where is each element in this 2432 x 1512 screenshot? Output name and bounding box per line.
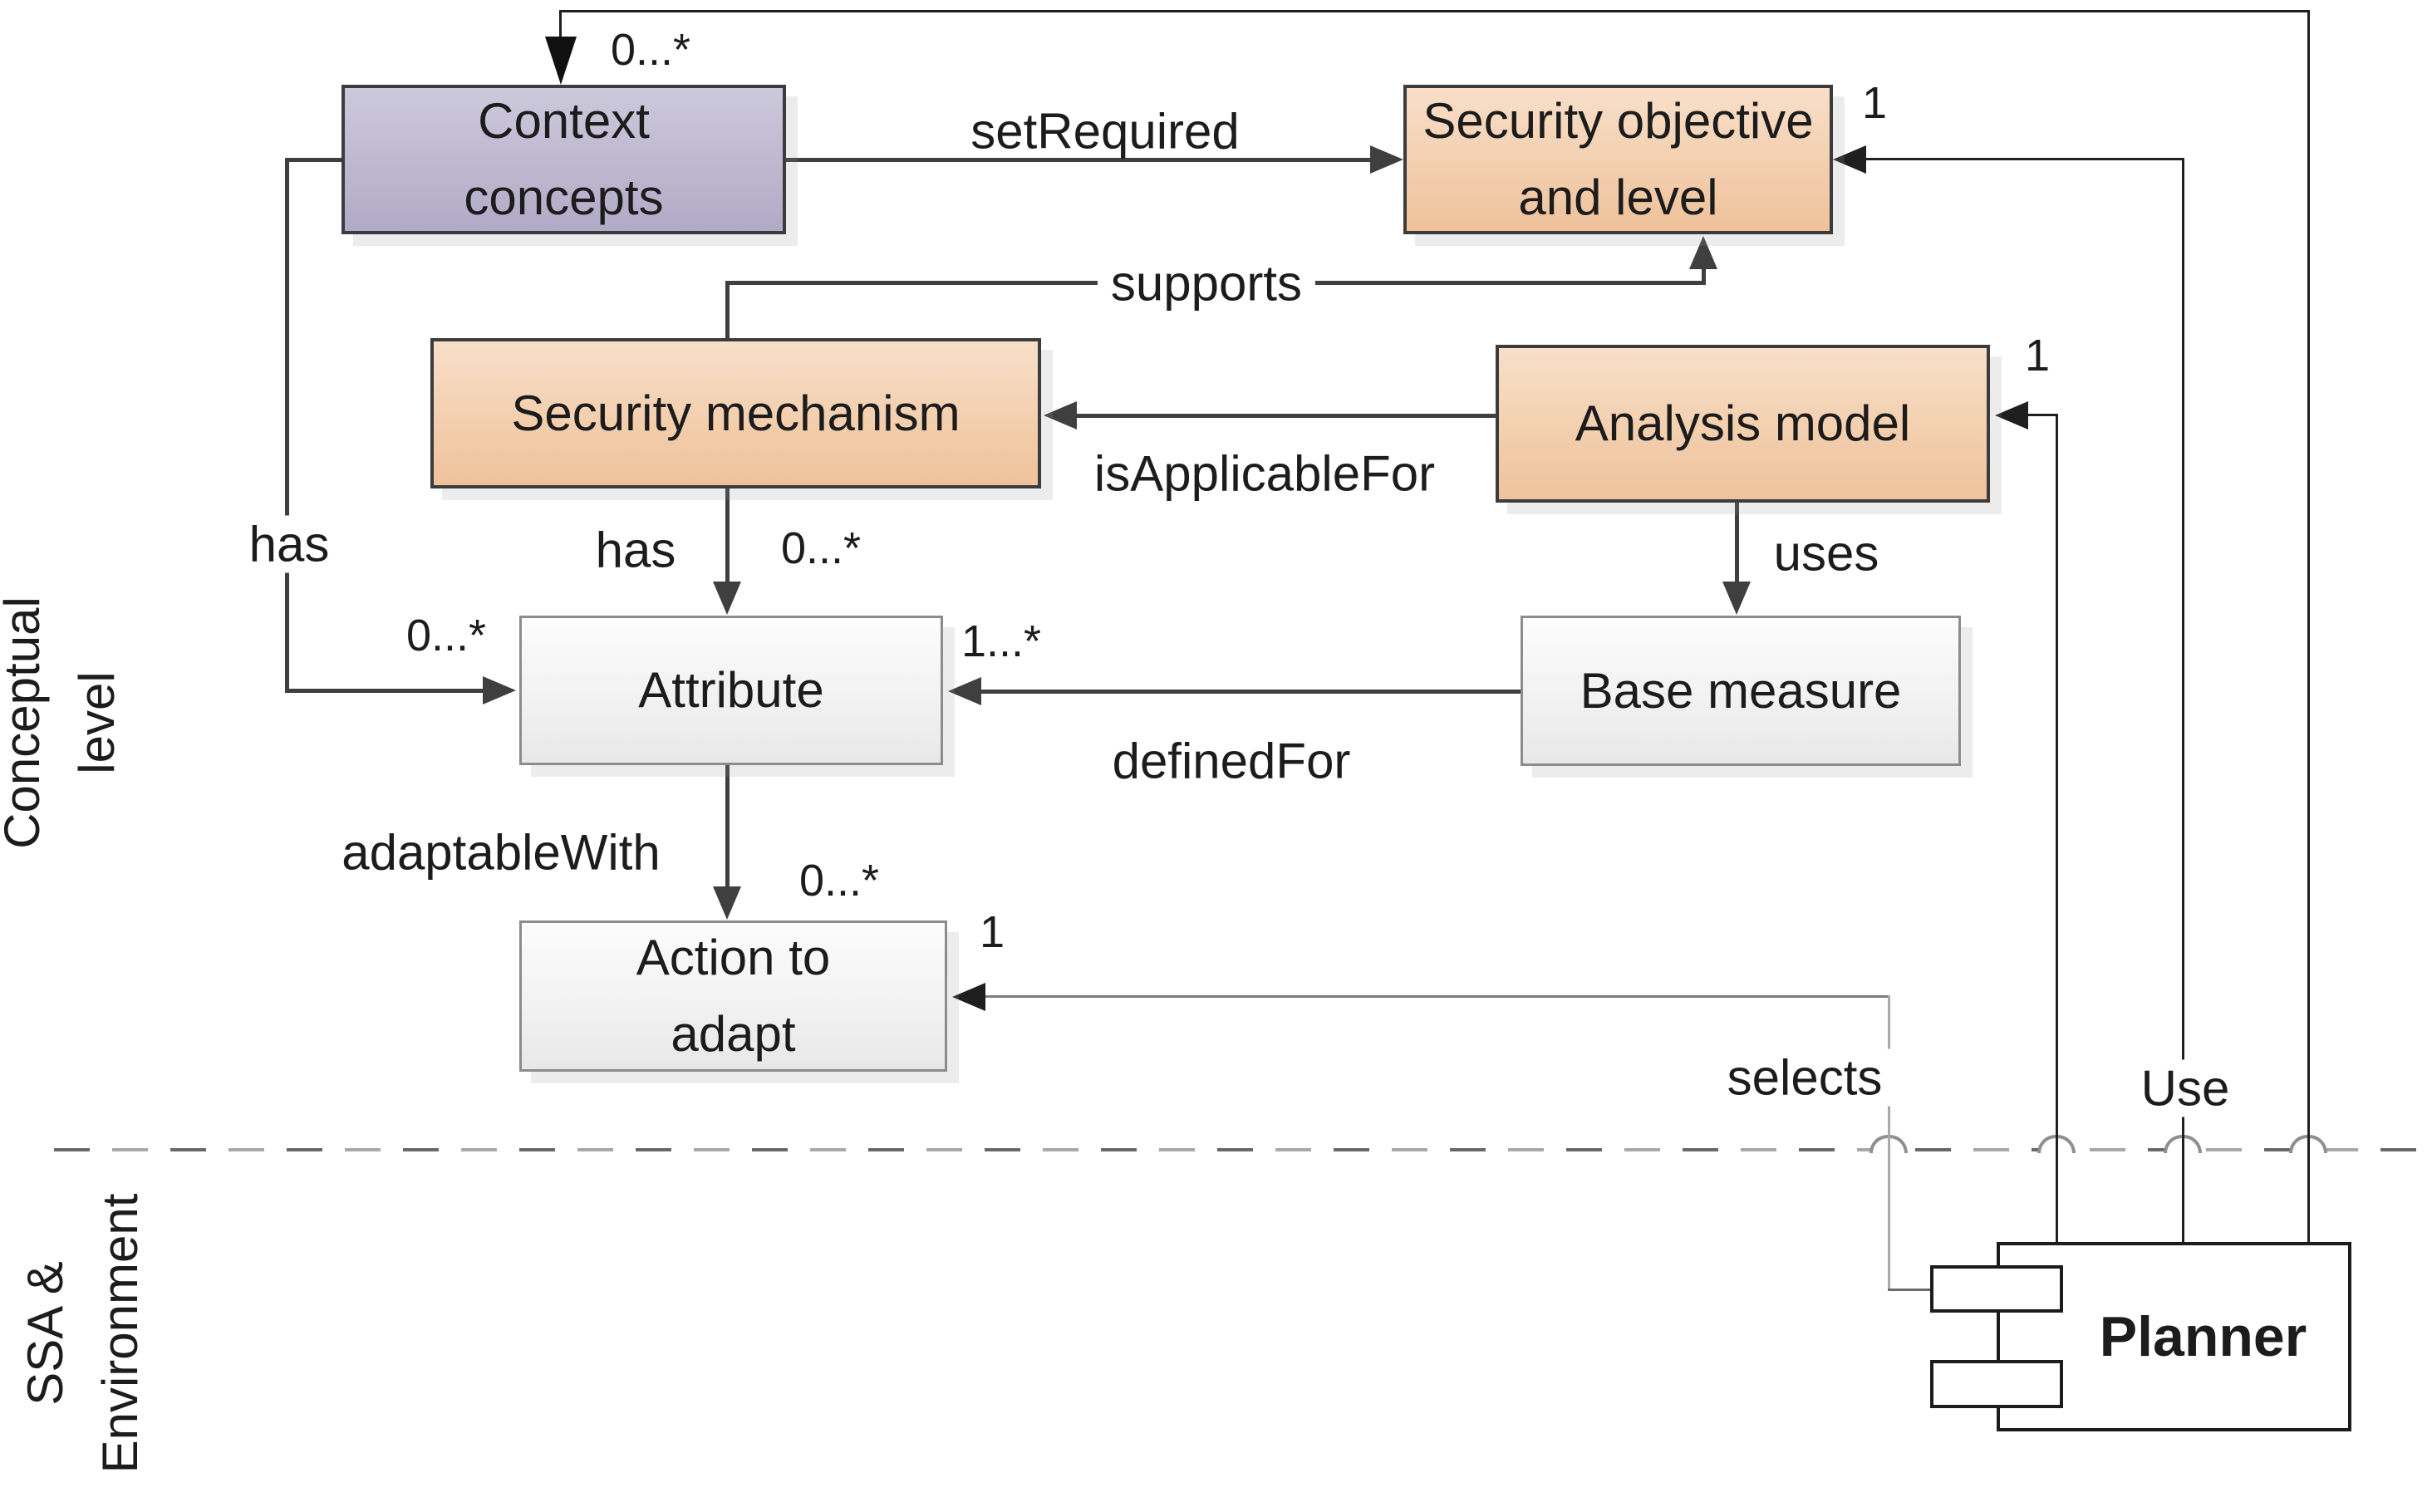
label-adaptable-with: adaptableWith <box>341 824 661 881</box>
edge-use-objective-line <box>1865 158 2184 160</box>
arrowhead-adaptable-with-icon <box>713 886 741 920</box>
edge-supports-riser-line <box>725 281 730 339</box>
label-has-mechanism: has <box>595 522 676 578</box>
multiplicity-has-mechanism: 0...* <box>780 523 862 573</box>
multiplicity-use-analysis-model: 1 <box>2024 331 2051 380</box>
edge-selects-line <box>984 995 1890 998</box>
label-supports: supports <box>1097 254 1316 312</box>
planner-port-top <box>1930 1265 2063 1313</box>
label-selects: selects <box>1713 1048 1896 1107</box>
edge-has-context-stub-line <box>285 158 343 162</box>
arrowhead-use-objective-icon <box>1833 145 1866 174</box>
arrowhead-has-mechanism-icon <box>713 582 741 615</box>
multiplicity-selects: 1 <box>979 907 1005 957</box>
boundary-dashed-line <box>54 1148 2422 1151</box>
edge-adaptable-with-line <box>725 765 730 888</box>
node-attribute: Attribute <box>519 616 943 765</box>
arrowhead-selects-icon <box>952 983 985 1011</box>
edge-use-context-top-line <box>559 10 2310 12</box>
arrowhead-defined-for-icon <box>948 677 981 705</box>
edge-defined-for-line <box>980 690 1521 694</box>
arrowhead-set-required-icon <box>1370 145 1403 174</box>
region-label-ssa-environment: SSA & Environment <box>17 1193 148 1474</box>
arrowhead-use-context-icon <box>545 37 577 85</box>
multiplicity-has-context: 0...* <box>405 611 487 660</box>
label-is-applicable-for: isApplicableFor <box>1093 445 1436 502</box>
arrowhead-uses-icon <box>1722 582 1751 615</box>
edge-use-context-stub-line <box>559 10 562 38</box>
node-context-concepts: Context concepts <box>341 85 786 234</box>
edge-use-analysis-vertical-line <box>2056 414 2058 1242</box>
edge-has-mechanism-line <box>725 488 730 583</box>
edge-use-context-right-line <box>2307 10 2310 1242</box>
edge-has-context-line <box>285 689 484 693</box>
edge-supports-end-line <box>1702 268 1706 284</box>
label-set-required: setRequired <box>970 103 1240 160</box>
node-security-objective-and-level: Security objective and level <box>1403 85 1833 234</box>
label-uses: uses <box>1773 525 1879 582</box>
label-defined-for: definedFor <box>1112 733 1351 789</box>
node-analysis-model: Analysis model <box>1496 345 1990 503</box>
multiplicity-use-context: 0...* <box>610 25 691 75</box>
edge-has-context-vertical-line <box>285 158 289 692</box>
node-security-mechanism: Security mechanism <box>430 338 1041 488</box>
arrowhead-has-context-icon <box>483 676 516 704</box>
node-base-measure: Base measure <box>1521 616 1961 766</box>
multiplicity-adaptable-with: 0...* <box>798 856 880 906</box>
label-use: Use <box>2127 1059 2243 1117</box>
arrowhead-supports-icon <box>1689 236 1717 269</box>
edge-selects-port-line <box>1888 1289 1933 1291</box>
multiplicity-defined-for: 1...* <box>961 616 1042 666</box>
edge-selects-vertical-line <box>1888 995 1890 1291</box>
region-label-conceptual-level: Conceptual level <box>0 596 125 849</box>
edge-is-applicable-for-line <box>1075 414 1496 418</box>
arrowhead-use-analysis-icon <box>1995 401 2028 430</box>
label-has-context: has <box>235 515 343 573</box>
edge-use-objective-vertical-line <box>2182 158 2184 1242</box>
edge-uses-line <box>1735 503 1739 583</box>
planner-port-bottom <box>1930 1360 2063 1408</box>
edge-set-required-line <box>786 158 1372 162</box>
edge-use-analysis-line <box>2027 414 2058 416</box>
multiplicity-use-security-objective: 1 <box>1861 78 1888 128</box>
arrowhead-is-applicable-for-icon <box>1044 401 1077 430</box>
node-action-to-adapt: Action to adapt <box>519 920 947 1072</box>
